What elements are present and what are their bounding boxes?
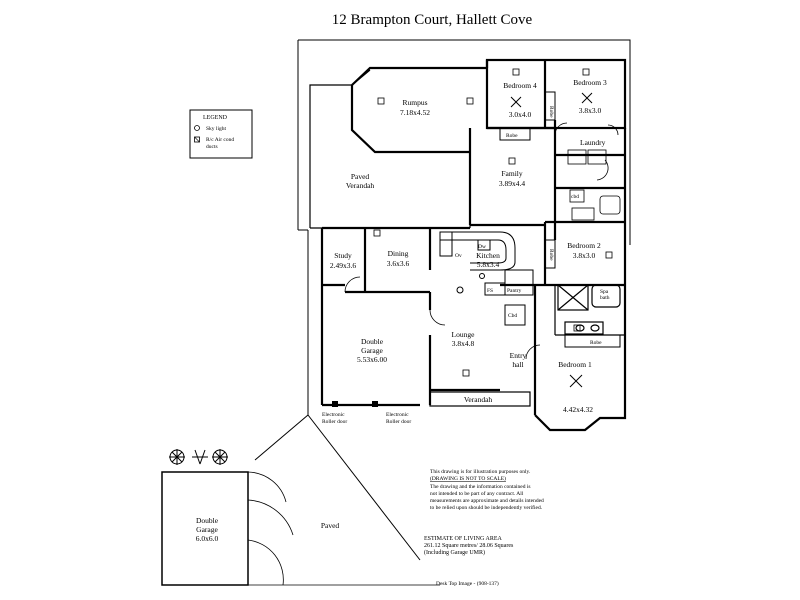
spa-label-1: Spa — [600, 289, 609, 295]
roller-door-marker-1 — [332, 401, 338, 407]
bedroom3-name: Bedroom 3 — [573, 78, 607, 87]
garden-tree-icons — [169, 449, 228, 465]
property-boundary — [254, 39, 631, 561]
study-name: Study — [334, 251, 352, 260]
bedroom1-walls — [534, 335, 627, 432]
ac-duct-icon — [194, 136, 200, 143]
legend: LEGEND Sky light R/c Air cond ducts — [189, 109, 253, 159]
paved-label: Paved — [321, 521, 340, 530]
kitchen-size: 5.8x3.4 — [477, 260, 500, 269]
robe-bedroom1: Robe — [590, 340, 602, 346]
bedroom4-name: Bedroom 4 — [503, 81, 537, 90]
lounge-size: 3.8x4.8 — [452, 339, 475, 348]
oven-label: Ov — [455, 253, 462, 259]
verandah-label: Verandah — [464, 395, 493, 404]
robe-bedroom4: Robe — [506, 133, 518, 139]
robe-bedroom2: Robe — [548, 249, 554, 261]
estimate-line2: (Including Garage UMR) — [424, 549, 485, 556]
rumpus-size: 7.18x4.52 — [400, 108, 430, 117]
inner-garage-line2: Garage — [361, 346, 383, 355]
disclaimer-line5: measurements are approximate and details… — [430, 498, 544, 504]
inner-garage-line1: Double — [361, 337, 384, 346]
roller-door-marker-2 — [372, 401, 378, 407]
bedroom1-size: 4.42x4.32 — [563, 405, 593, 414]
dining-size: 3.6x3.6 — [387, 259, 410, 268]
outer-garage-line1: Double — [196, 516, 219, 525]
dining-name: Dining — [388, 249, 409, 258]
estimate-line1: 261.12 Square metres/ 28.06 Squares — [424, 543, 514, 549]
disclaimer: This drawing is for illustration purpose… — [430, 468, 544, 511]
robe-bedroom3: Robe — [548, 106, 554, 118]
paved-verandah-outline — [309, 69, 471, 229]
pantry-label: Pantry — [507, 288, 522, 294]
ac-duct-markers — [373, 68, 613, 377]
family-size: 3.89x4.4 — [499, 179, 526, 188]
ceiling-fan-icons — [510, 92, 593, 388]
laundry-fixtures — [567, 149, 621, 221]
bedroom4-size: 3.0x4.0 — [509, 110, 532, 119]
dishwasher-label: Dw — [478, 244, 486, 250]
bedroom3-size: 3.8x3.0 — [579, 106, 602, 115]
garage-door-swings — [247, 471, 440, 586]
rumpus-name: Rumpus — [402, 98, 427, 107]
disclaimer-line3: The drawing and the information containe… — [430, 483, 531, 490]
bedroom1-name: Bedroom 1 — [558, 360, 592, 369]
disclaimer-line4: not intended to be part of any contract.… — [430, 490, 524, 497]
cbd-label: cbd — [571, 194, 579, 200]
legend-item-skylight: Sky light — [206, 126, 226, 132]
disclaimer-line1: This drawing is for illustration purpose… — [430, 468, 531, 475]
lounge-name: Lounge — [452, 330, 476, 339]
ensuite-fixtures — [554, 284, 625, 336]
cbd-2-label: Cbd — [508, 313, 517, 319]
verandah-outline — [429, 391, 531, 407]
disclaimer-line2: (DRAWING IS NOT TO SCALE) — [430, 475, 506, 482]
paved-verandah-line1: Paved — [351, 172, 370, 181]
entry-line1: Entry — [510, 351, 527, 360]
credit-text: Desk Top Image - (908-137) — [436, 580, 499, 587]
kitchen-name: Kitchen — [476, 251, 500, 260]
sky-light-icon — [194, 125, 200, 131]
door-swings — [344, 122, 619, 360]
outer-garage-line2: Garage — [196, 525, 218, 534]
spa-label-2: bath — [600, 295, 610, 301]
entry-line2: hall — [512, 360, 523, 369]
disclaimer-line6: to be relied upon should be independentl… — [430, 504, 543, 511]
study-size: 2.49x3.6 — [330, 261, 357, 270]
legend-heading: LEGEND — [203, 115, 228, 121]
plan-title: 12 Brampton Court, Hallett Cove — [332, 12, 533, 28]
estimate-heading: ESTIMATE OF LIVING AREA — [424, 536, 502, 542]
bedroom2-name: Bedroom 2 — [567, 241, 601, 250]
family-walls — [468, 128, 545, 227]
legend-item-ac: R/c Air cond — [206, 137, 234, 143]
legend-item-ac-cont: ducts — [206, 144, 218, 150]
paved-verandah-line2: Verandah — [346, 181, 375, 190]
roller-door-2-line2: Roller door — [386, 419, 411, 425]
kitchen-bench — [439, 231, 534, 326]
roller-door-1-line2: Roller door — [322, 419, 347, 425]
laundry-name: Laundry — [580, 138, 606, 147]
roller-door-2-line1: Electronic — [386, 412, 409, 418]
inner-garage-size: 5.53x6.00 — [357, 355, 387, 364]
fs-label: FS — [487, 288, 493, 294]
outer-garage-size: 6.0x6.0 — [196, 534, 219, 543]
roller-door-1-line1: Electronic — [322, 412, 345, 418]
family-name: Family — [501, 169, 523, 178]
bedroom2-size: 3.8x3.0 — [573, 251, 596, 260]
